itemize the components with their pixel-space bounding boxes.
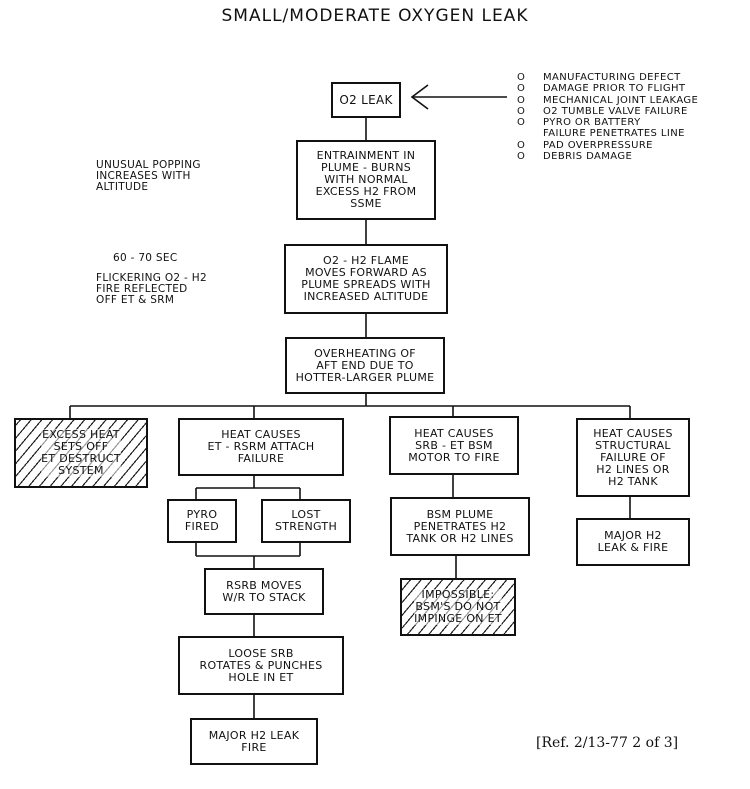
cause-bullet: O — [517, 94, 526, 106]
note-popping: UNUSUAL POPPING INCREASES WITH ALTITUDE — [96, 159, 201, 193]
page-title: SMALL/MODERATE OXYGEN LEAK — [221, 6, 529, 26]
cause-bullet: O — [517, 151, 526, 163]
cause-text: PYRO OR BATTERY — [543, 117, 641, 129]
cause-text: MANUFACTURING DEFECT — [543, 72, 681, 83]
cause-bullet: O — [517, 105, 526, 117]
cause-bullet: O — [517, 139, 526, 151]
reference-label: [Ref. 2/13-77 2 of 3] — [536, 735, 679, 751]
node-lost-strength: LOST STRENGTH — [261, 499, 351, 543]
cause-text: DEBRIS DAMAGE — [543, 151, 633, 163]
node-structural-failure: HEAT CAUSES STRUCTURAL FAILURE OF H2 LIN… — [576, 418, 690, 497]
cause-text: DAMAGE PRIOR TO FLIGHT — [543, 83, 686, 95]
cause-item: O PYRO OR BATTERY — [517, 117, 698, 128]
cause-item: O MANUFACTURING DEFECT — [517, 72, 698, 83]
node-loose-srb: LOOSE SRB ROTATES & PUNCHES HOLE IN ET — [178, 636, 344, 695]
node-entrainment: ENTRAINMENT IN PLUME - BURNS WITH NORMAL… — [296, 140, 436, 220]
cause-text: PAD OVERPRESSURE — [543, 139, 653, 151]
cause-arrow-head — [410, 84, 429, 110]
cause-text: MECHANICAL JOINT LEAKAGE — [543, 94, 699, 106]
cause-bullet: O — [517, 72, 526, 83]
cause-bullet — [517, 128, 543, 139]
node-overheating: OVERHEATING OF AFT END DUE TO HOTTER-LAR… — [285, 337, 445, 394]
cause-bullet: O — [517, 83, 526, 95]
cause-list: O MANUFACTURING DEFECT O DAMAGE PRIOR TO F… — [517, 72, 698, 162]
cause-bullet: O — [517, 117, 526, 129]
cause-text: FAILURE PENETRATES LINE — [543, 128, 685, 140]
cause-item: FAILURE PENETRATES LINE — [517, 128, 698, 139]
node-impossible-label: IMPOSSIBLE: BSM'S DO NOT IMPINGE ON ET — [414, 588, 502, 625]
note-flickering: FLICKERING O2 - H2 FIRE REFLECTED OFF ET… — [96, 272, 207, 306]
cause-text: O2 TUMBLE VALVE FAILURE — [543, 105, 688, 117]
node-flame-moves: O2 - H2 FLAME MOVES FORWARD AS PLUME SPR… — [284, 244, 448, 314]
cause-item: O DAMAGE PRIOR TO FLIGHT — [517, 83, 698, 94]
node-impossible: IMPOSSIBLE: BSM'S DO NOT IMPINGE ON ET — [400, 578, 516, 636]
node-attach-failure: HEAT CAUSES ET - RSRM ATTACH FAILURE — [178, 418, 344, 476]
node-o2-leak: O2 LEAK — [331, 82, 401, 118]
cause-item: O DEBRIS DAMAGE — [517, 151, 698, 162]
node-major-leak-bottom: MAJOR H2 LEAK FIRE — [190, 718, 318, 765]
node-bsm-plume: BSM PLUME PENETRATES H2 TANK OR H2 LINES — [390, 497, 530, 556]
note-time: 60 - 70 SEC — [113, 252, 178, 264]
cause-item: O PAD OVERPRESSURE — [517, 140, 698, 151]
cause-item: O O2 TUMBLE VALVE FAILURE — [517, 106, 698, 117]
node-bsm-fire: HEAT CAUSES SRB - ET BSM MOTOR TO FIRE — [389, 416, 519, 475]
node-pyro-fired: PYRO FIRED — [167, 499, 237, 543]
node-rsrb-moves: RSRB MOVES W/R TO STACK — [204, 568, 324, 615]
node-excess-heat-label: EXCESS HEAT SETS OFF ET DESTRUCT SYSTEM — [41, 428, 121, 477]
node-excess-heat: EXCESS HEAT SETS OFF ET DESTRUCT SYSTEM — [14, 418, 148, 488]
cause-item: O MECHANICAL JOINT LEAKAGE — [517, 95, 698, 106]
node-major-leak-right: MAJOR H2 LEAK & FIRE — [576, 518, 690, 566]
